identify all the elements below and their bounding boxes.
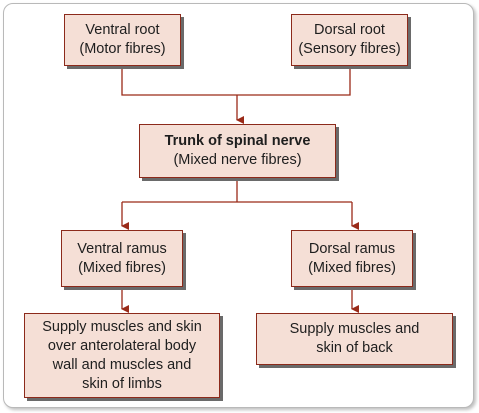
dorsal-ramus-label: Dorsal ramus — [308, 240, 396, 257]
dorsal-ramus-box: Dorsal ramus (Mixed fibres) — [291, 230, 413, 287]
ventral-supply-box: Supply muscles and skin over anterolater… — [24, 313, 220, 398]
ventral-root-sublabel: (Motor fibres) — [79, 41, 166, 57]
trunk-label: Trunk of spinal nerve — [164, 133, 311, 149]
ventral-ramus-sublabel: (Mixed fibres) — [78, 259, 166, 276]
ventral-supply-line-2: over anterolateral body — [47, 337, 197, 354]
dorsal-supply-line-1: Supply muscles and — [289, 321, 420, 337]
dorsal-root-label: Dorsal root — [314, 22, 385, 38]
ventral-root-connector — [121, 66, 351, 96]
dorsal-root-box: Dorsal root (Sensory fibres) — [291, 14, 408, 66]
ventral-supply-line-3: wall and muscles and — [52, 356, 192, 373]
trunk-box: Trunk of spinal nerve (Mixed nerve fibre… — [139, 124, 336, 178]
dorsal-supply-line-2: skin of back — [316, 340, 393, 356]
ventral-supply-line-4: skin of limbs — [82, 375, 162, 392]
dorsal-root-sublabel: (Sensory fibres) — [298, 41, 401, 57]
ventral-root-box: Ventral root (Motor fibres) — [64, 14, 181, 66]
dorsal-ramus-sublabel: (Mixed fibres) — [308, 259, 396, 276]
ventral-supply-line-1: Supply muscles and skin — [42, 318, 202, 335]
trunk-sublabel: (Mixed nerve fibres) — [173, 152, 302, 168]
ventral-root-label: Ventral root — [85, 22, 160, 38]
ventral-ramus-box: Ventral ramus (Mixed fibres) — [61, 230, 183, 287]
dorsal-supply-box: Supply muscles and skin of back — [256, 313, 453, 365]
ventral-ramus-label: Ventral ramus — [77, 240, 167, 257]
